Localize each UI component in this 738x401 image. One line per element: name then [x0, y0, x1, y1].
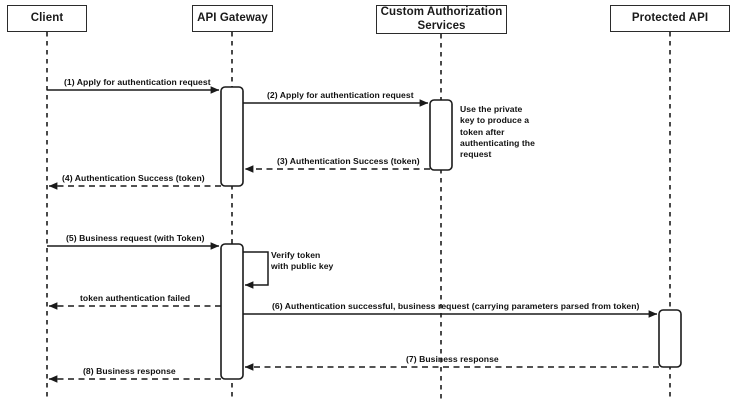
- self-message-label-verify-token: Verify token with public key: [271, 250, 333, 273]
- message-label-8: (8) Business response: [83, 366, 176, 376]
- participant-box-custom-authorization-services[interactable]: Custom Authorization Services: [376, 5, 507, 34]
- note-private-key: Use the private key to produce a token a…: [460, 104, 535, 160]
- self-message-loop-verify-token[interactable]: [243, 251, 269, 289]
- participant-box-api-gateway[interactable]: API Gateway: [192, 5, 273, 32]
- participant-label-protected-api: Protected API: [631, 11, 709, 24]
- activation-bar-api-gateway-business: [220, 243, 244, 380]
- message-label-5: (5) Business request (with Token): [66, 233, 205, 243]
- message-label-token-failed: token authentication failed: [80, 293, 191, 303]
- message-label-6: (6) Authentication successful, business …: [272, 301, 640, 311]
- message-label-7: (7) Business response: [406, 354, 499, 364]
- participant-box-client[interactable]: Client: [7, 5, 87, 32]
- message-label-3: (3) Authentication Success (token): [277, 156, 420, 166]
- activation-bar-custom-authorization-services: [429, 99, 453, 171]
- self-message-label-line-1: Verify token: [271, 250, 321, 260]
- participant-label-custom-authorization-services: Custom Authorization Services: [380, 5, 503, 32]
- participant-box-protected-api[interactable]: Protected API: [610, 5, 730, 32]
- message-label-4: (4) Authentication Success (token): [62, 173, 205, 183]
- participant-label-api-gateway: API Gateway: [197, 11, 268, 24]
- participant-label-client: Client: [30, 11, 64, 24]
- message-label-2: (2) Apply for authentication request: [267, 90, 414, 100]
- activation-bar-api-gateway-auth: [220, 86, 244, 187]
- activation-bar-protected-api: [658, 309, 682, 368]
- self-message-label-line-2: with public key: [271, 261, 334, 272]
- message-label-1: (1) Apply for authentication request: [64, 77, 211, 87]
